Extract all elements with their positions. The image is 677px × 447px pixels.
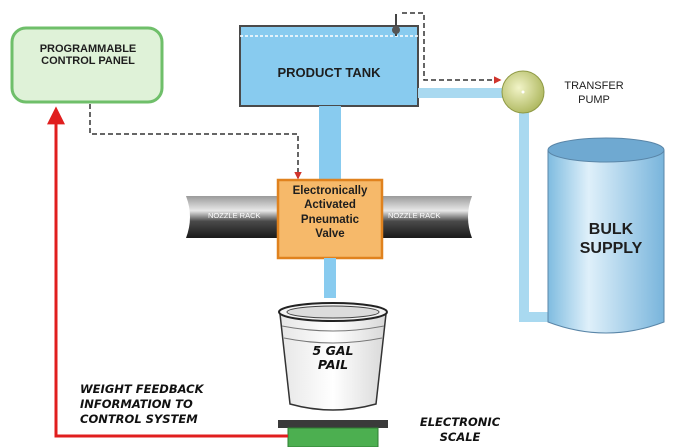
nozzle-rack-right-label: NOZZLE RACK — [388, 211, 441, 220]
transfer-pump-label: TRANSFER PUMP — [564, 80, 624, 106]
level-sensor-icon — [392, 26, 400, 34]
product-tank — [239, 25, 419, 107]
valve-label: Electronically Activated Pneumatic Valve — [292, 185, 368, 241]
nozzle-rack-left-label: NOZZLE RACK — [208, 211, 261, 220]
tank-outlet-pipe — [319, 106, 341, 182]
pail — [279, 313, 387, 411]
pail-label: 5 GAL PAIL — [312, 343, 354, 372]
weight-feedback-label: WEIGHT FEEDBACK INFORMATION TO CONTROL S… — [80, 382, 204, 426]
electronic-scale — [287, 427, 379, 447]
electronic-scale-label: ELECTRONIC SCALE — [419, 415, 501, 444]
nozzle-rack-left — [186, 196, 290, 238]
bulk-supply-tank — [547, 149, 665, 334]
control-signal-line — [89, 104, 302, 180]
bulk-supply-label: BULK SUPPLY — [579, 221, 643, 258]
level-signal-line — [402, 12, 502, 84]
scale-platform — [278, 420, 388, 428]
control-panel-box — [10, 26, 164, 104]
control-panel-label: PROGRAMMABLE CONTROL PANEL — [39, 43, 137, 68]
product-tank-label: PRODUCT TANK — [277, 65, 381, 80]
nozzle-rack-right — [372, 196, 472, 238]
weight-feedback-arrow — [47, 106, 288, 438]
